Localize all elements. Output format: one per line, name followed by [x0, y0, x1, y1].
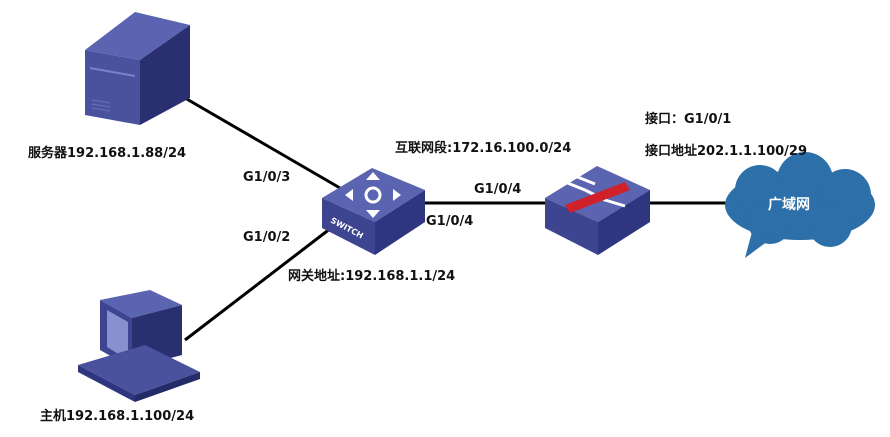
link-host-switch — [184, 223, 336, 342]
links — [184, 96, 730, 342]
firewall-icon — [545, 166, 650, 255]
switch-port-host-label: G1/0/2 — [243, 230, 291, 245]
switch-port-firewall-label: G1/0/4 — [426, 214, 474, 229]
host-label: 主机192.168.1.100/24 — [40, 409, 195, 424]
host-computer-icon — [78, 290, 200, 402]
wan-address-label: 接口地址202.1.1.100/29 — [645, 144, 808, 159]
wan-cloud-icon — [725, 152, 875, 258]
gateway-label: 网关地址:192.168.1.1/24 — [288, 269, 456, 284]
switch-icon: SWITCH — [322, 168, 425, 255]
interconnect-segment-label: 互联网段:172.16.100.0/24 — [395, 141, 572, 156]
wan-label: 广域网 — [768, 197, 810, 213]
link-server-switch — [184, 96, 341, 190]
firewall-port-label: G1/0/4 — [474, 182, 522, 197]
server-label: 服务器192.168.1.88/24 — [28, 146, 187, 161]
switch-port-server-label: G1/0/3 — [243, 170, 291, 185]
server-icon — [85, 12, 190, 125]
wan-interface-label: 接口：G1/0/1 — [645, 112, 732, 127]
